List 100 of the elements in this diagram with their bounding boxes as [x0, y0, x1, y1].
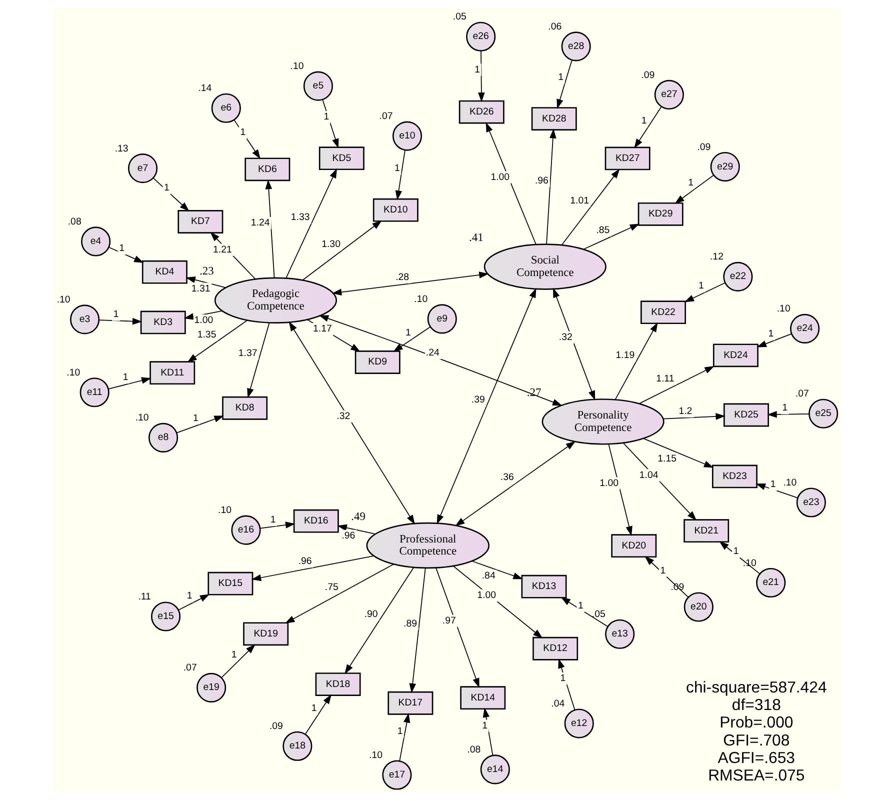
node-box: KD7 [178, 210, 224, 234]
node-label: .09 [697, 142, 711, 153]
node-box: KD19 [243, 622, 289, 646]
arrow [553, 288, 596, 400]
edge-label: 1 [406, 327, 411, 338]
node-label: .10 [290, 61, 304, 72]
node-circle: e29 [710, 152, 740, 182]
label: GFI=.708 [723, 732, 790, 750]
node-circle: e10 [392, 121, 422, 151]
edge-label: 1 [698, 280, 704, 292]
node-label: .10 [783, 478, 797, 489]
arrow [187, 320, 248, 362]
node-label: .09 [641, 70, 655, 81]
node-label: .14 [198, 83, 212, 94]
node-circle: e4 [81, 226, 111, 256]
edge-label: 1.00 [490, 172, 510, 183]
arrow [478, 50, 485, 102]
node-label: .09 [269, 721, 283, 732]
node-label: .10 [56, 294, 70, 306]
node-label: .23 [200, 266, 214, 278]
arrow [638, 366, 714, 404]
node-label: .10 [66, 367, 80, 378]
arrow [108, 377, 152, 390]
node-circle: e28 [561, 32, 591, 62]
edge-label: 1 [311, 703, 317, 714]
node-circle: e23 [796, 488, 826, 518]
edge-label: 1.00 [477, 590, 496, 602]
node-box: KD23 [712, 464, 758, 488]
node-label: .07 [183, 662, 197, 674]
node-circle: e25 [808, 398, 838, 428]
node-box: KD25 [724, 403, 769, 427]
node-box: KD16 [293, 509, 339, 533]
node-box: KD20 [611, 534, 657, 558]
node-box: KD27 [604, 146, 650, 170]
edge-label: 1 [193, 412, 198, 424]
node-box: KD8 [222, 396, 268, 420]
node-box: KD15 [208, 572, 254, 596]
node-box: KD3 [140, 310, 186, 334]
edge-label: .84 [482, 570, 496, 582]
edge-label: 1 [482, 720, 488, 732]
node-box: KD12 [532, 636, 578, 660]
arrow [178, 594, 210, 610]
label: chi-square=587.424 [686, 679, 827, 696]
arrow [472, 560, 523, 580]
edge-label: 1.00 [194, 315, 214, 326]
arrow [184, 310, 222, 320]
arrow [247, 322, 270, 398]
node-box: KD17 [388, 691, 434, 715]
edge-label: .39 [471, 394, 485, 406]
node-box: KD4 [142, 260, 188, 284]
edge-label: 1 [119, 243, 124, 254]
edge-label: 1.2 [678, 406, 692, 417]
label: df=318 [732, 696, 781, 714]
node-circle: e9 [427, 304, 457, 334]
arrow [546, 128, 556, 244]
arrow [186, 276, 226, 288]
node-label: .08 [467, 744, 481, 756]
arrow [286, 168, 338, 279]
node-circle: e20 [684, 592, 714, 622]
edge-label: 1.01 [570, 196, 590, 207]
node-label: .10 [369, 750, 383, 762]
node-circle: e22 [723, 262, 753, 292]
edge-label: 1 [186, 590, 192, 602]
arrow [302, 220, 382, 281]
edge-label: 1 [270, 514, 276, 526]
node-circle: e16 [231, 515, 261, 545]
arrow [98, 318, 142, 325]
arrow [284, 564, 394, 624]
node-box: KD18 [315, 672, 361, 696]
node-box: KD14 [460, 686, 506, 710]
edge-label: .32 [558, 332, 572, 343]
node-label: .04 [551, 698, 565, 710]
arrow [767, 411, 810, 418]
node-label: .10 [414, 294, 428, 305]
label: RMSEA=.075 [708, 768, 805, 785]
arrow [436, 288, 536, 524]
node-label: .11 [138, 592, 151, 603]
node-circle: e3 [70, 304, 100, 334]
edge-label: 1 [733, 546, 739, 558]
node-box: KD6 [244, 158, 290, 182]
arrow [756, 333, 792, 348]
edge-label: 1 [782, 402, 788, 414]
node-circle: e13 [605, 619, 635, 649]
arrow [176, 416, 224, 434]
edge-label: .96 [298, 556, 312, 567]
arrow [409, 568, 426, 694]
node-circle: e15 [150, 602, 181, 632]
arrow [643, 438, 714, 468]
edge-label: 1.24 [250, 218, 270, 229]
edge-label: 1 [231, 650, 237, 661]
edge-label: .97 [442, 615, 456, 626]
arrow [436, 568, 480, 688]
arrow [304, 694, 332, 735]
node-circle: e26 [466, 22, 496, 52]
edge-label: 1 [240, 127, 246, 138]
arrow [265, 179, 275, 278]
edge-label: .89 [404, 618, 418, 630]
edge-label: .90 [364, 608, 378, 620]
edge-label: 1.19 [616, 350, 635, 361]
edge-label: 1 [122, 372, 128, 383]
